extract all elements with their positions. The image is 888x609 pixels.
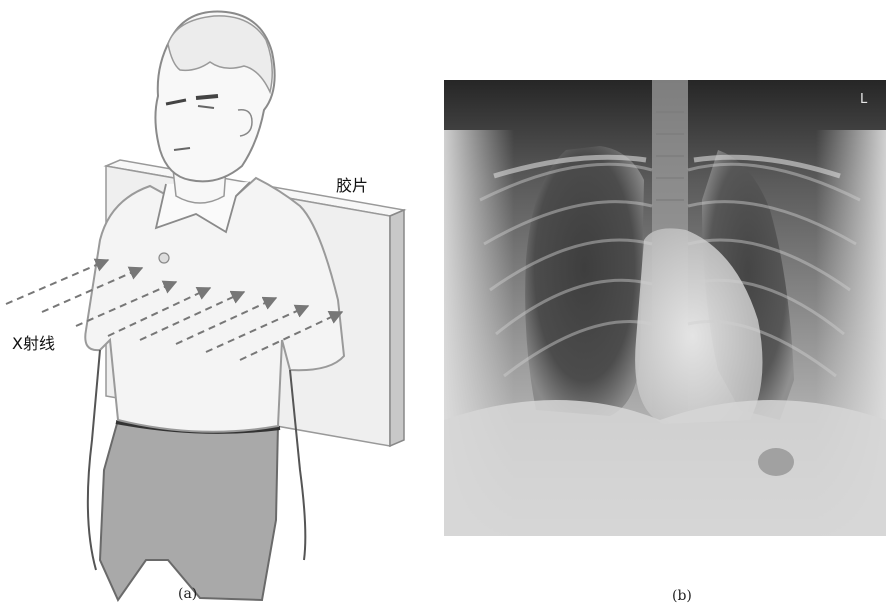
patient-pants <box>100 420 280 600</box>
patient-illustration <box>0 0 430 609</box>
gastric-bubble <box>758 448 794 476</box>
diaphragm <box>444 400 886 536</box>
chest-xray-image <box>440 0 888 609</box>
caption-a: (a) <box>178 586 197 602</box>
film-label: 胶片 <box>336 172 368 196</box>
xray-label: X射线 <box>12 330 55 354</box>
xray-panel: L (b) <box>440 0 888 609</box>
corner-marker: L <box>860 92 867 107</box>
caption-b: (b) <box>672 588 692 604</box>
illustration-panel: 胶片 X射线 (a) <box>0 0 430 609</box>
patient-head <box>155 12 274 182</box>
